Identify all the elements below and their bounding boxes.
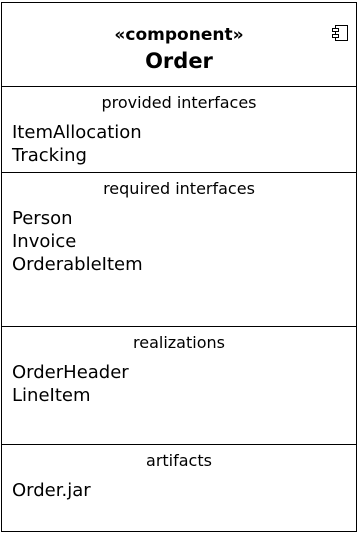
required-interfaces-title: required interfaces	[103, 179, 255, 198]
artifacts-compartment: artifacts Order.jar	[2, 445, 356, 531]
list-item: Tracking	[12, 145, 87, 166]
artifacts-list: Order.jar	[12, 479, 91, 502]
list-item: Order.jar	[12, 480, 91, 501]
list-item: LineItem	[12, 385, 91, 406]
component-box: «component» Order provided interfaces It…	[1, 2, 357, 532]
list-item: OrderHeader	[12, 362, 129, 383]
component-name: Order	[145, 49, 213, 73]
list-item: Person	[12, 208, 73, 229]
artifacts-title: artifacts	[146, 451, 212, 470]
component-header: «component» Order	[2, 3, 356, 87]
required-interfaces-list: Person Invoice OrderableItem	[12, 207, 143, 276]
component-icon	[332, 25, 348, 41]
provided-interfaces-compartment: provided interfaces ItemAllocation Track…	[2, 87, 356, 173]
list-item: ItemAllocation	[12, 122, 142, 143]
required-interfaces-compartment: required interfaces Person Invoice Order…	[2, 173, 356, 327]
list-item: Invoice	[12, 231, 77, 252]
list-item: OrderableItem	[12, 254, 143, 275]
provided-interfaces-title: provided interfaces	[101, 93, 257, 112]
realizations-title: realizations	[133, 333, 225, 352]
component-stereotype: «component»	[114, 25, 244, 45]
realizations-compartment: realizations OrderHeader LineItem	[2, 327, 356, 445]
provided-interfaces-list: ItemAllocation Tracking	[12, 121, 142, 167]
realizations-list: OrderHeader LineItem	[12, 361, 129, 407]
